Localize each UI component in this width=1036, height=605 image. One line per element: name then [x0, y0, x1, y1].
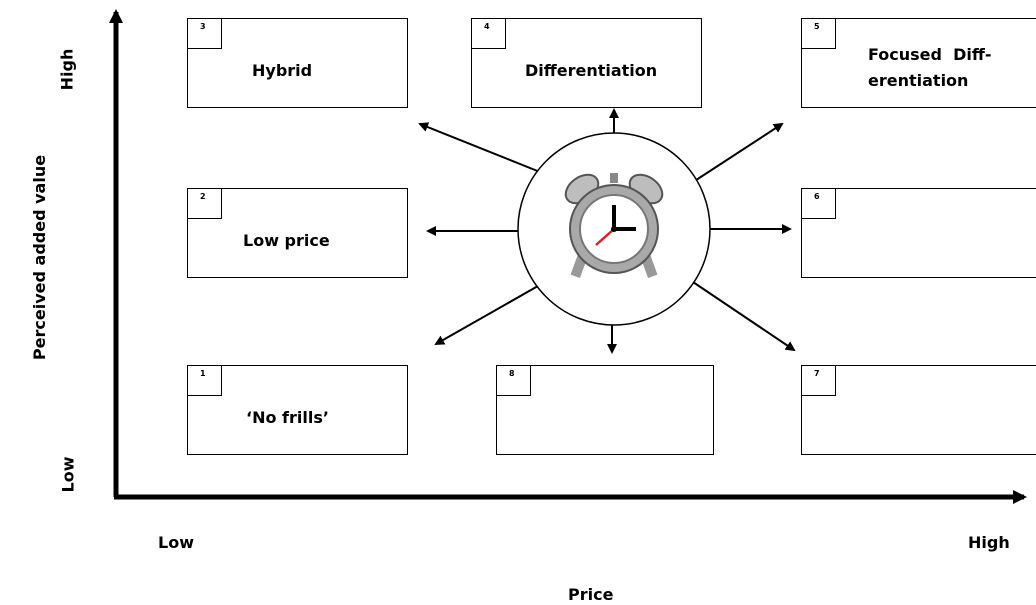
cell-no-frills: 1 ‘No frills’ [187, 365, 408, 455]
alarm-clock-icon [564, 173, 664, 279]
x-axis-title: Price [568, 585, 614, 604]
cell-label: Low price [243, 231, 330, 250]
x-axis-high-label: High [968, 533, 1010, 552]
cell-number: 3 [188, 19, 222, 49]
cell-number: 6 [802, 189, 836, 219]
cell-hybrid: 3 Hybrid [187, 18, 408, 108]
cell-label: Hybrid [252, 61, 313, 80]
arrow-to-hybrid [418, 122, 546, 175]
cell-number: 2 [188, 189, 222, 219]
cell-label: Differentiation [525, 61, 658, 80]
cell-label: ‘No frills’ [246, 408, 329, 427]
cell-low-price: 2 Low price [187, 188, 408, 278]
cell-label-line1: Focused Diff- [868, 45, 992, 64]
cell-label-line2: erentiation [868, 71, 969, 90]
cell-number: 1 [188, 366, 222, 396]
arrow-to-cell-7 [689, 279, 796, 352]
cell-8: 8 [496, 365, 714, 455]
cell-number: 4 [472, 19, 506, 49]
y-axis-high-label: High [57, 48, 77, 91]
cell-number: 8 [497, 366, 531, 396]
cell-number: 5 [802, 19, 836, 49]
x-axis-low-label: Low [158, 533, 194, 552]
cell-7: 7 [801, 365, 1036, 455]
arrow-to-focused-differentiation [689, 122, 784, 185]
cell-differentiation: 4 Differentiation [471, 18, 702, 108]
cell-number: 7 [802, 366, 836, 396]
y-axis-title: Perceived added value [30, 154, 50, 361]
cell-6: 6 [801, 188, 1036, 278]
arrow-to-no-frills [434, 281, 546, 345]
y-axis-low-label: Low [58, 456, 78, 493]
cell-focused-differentiation: 5 Focused Diff- erentiation [801, 18, 1036, 108]
